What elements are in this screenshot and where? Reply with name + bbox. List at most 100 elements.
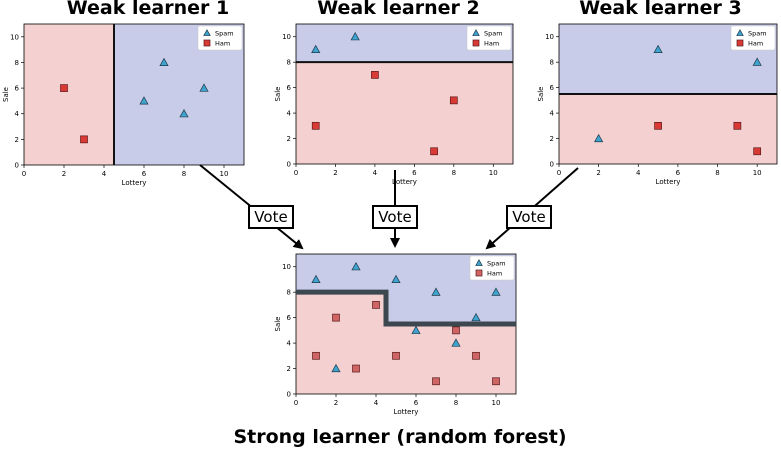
legend-ham-icon (475, 269, 483, 277)
spam-point (311, 44, 321, 54)
ham-point (452, 326, 460, 335)
x-tick-label: 2 (334, 399, 338, 407)
plot-frame (23, 23, 245, 166)
x-tick-label: 6 (412, 169, 417, 177)
decision-boundary (296, 289, 516, 327)
ham-point (430, 147, 438, 156)
ham-point (733, 121, 742, 130)
ham-point (753, 147, 762, 156)
ham-point (372, 301, 380, 309)
x-tick-label: 2 (596, 169, 600, 177)
spam-point (471, 312, 481, 322)
x-tick-label: 8 (715, 169, 719, 177)
x-tick-label: 4 (374, 399, 379, 407)
y-tick-label: 10 (282, 263, 291, 271)
x-tick-label: 8 (452, 169, 456, 177)
y-tick-label: 2 (550, 135, 554, 143)
spam-point (179, 109, 189, 118)
legend-ham-icon (736, 39, 744, 47)
spam-point (594, 133, 604, 143)
y-axis-label: Sale (537, 87, 545, 102)
x-tick-label: 2 (62, 170, 66, 178)
y-tick-label: 6 (287, 84, 292, 92)
y-tick-label: 10 (282, 33, 291, 41)
weak-learner-1-heading: Weak learner 1 (66, 0, 230, 19)
ham-region (24, 24, 114, 165)
x-tick-label: 6 (676, 169, 681, 177)
strong-learner-heading: Strong learner (random forest) (233, 426, 567, 448)
x-tick-label: 0 (294, 169, 298, 177)
x-tick-label: 2 (333, 169, 337, 177)
weak-learner-2-heading: Weak learner 2 (317, 0, 480, 19)
legend-label: Ham (215, 40, 230, 48)
y-tick-label: 0 (15, 162, 19, 170)
ham-point (392, 351, 400, 360)
y-axis-label: Sale (274, 87, 282, 102)
ham-point (371, 71, 379, 79)
legend-label: Spam (487, 260, 506, 268)
y-tick-label: 2 (287, 135, 291, 143)
y-tick-label: 8 (15, 59, 19, 67)
x-tick-label: 6 (142, 170, 147, 178)
spam-point (431, 287, 441, 296)
plot-frame (295, 23, 514, 165)
y-tick-label: 0 (287, 161, 291, 169)
ham-point (472, 351, 480, 360)
vote-label-3: Vote (506, 205, 552, 229)
x-axis-label: Lottery (122, 179, 147, 187)
x-tick-label: 4 (102, 170, 107, 178)
spam-point (199, 83, 209, 92)
legend-label: Ham (748, 40, 763, 48)
legend-label: Spam (215, 30, 234, 38)
x-tick-label: 0 (557, 169, 561, 177)
spam-point (653, 44, 663, 54)
ham-point (60, 84, 68, 92)
ham-region (296, 62, 513, 164)
legend-ham-icon (203, 39, 211, 47)
spam-point (331, 363, 341, 373)
y-tick-label: 6 (287, 314, 292, 322)
x-axis-label: Lottery (394, 408, 419, 416)
ham-point (654, 121, 662, 130)
x-tick-label: 6 (414, 399, 419, 407)
vote-label-2: Vote (372, 205, 418, 229)
x-tick-label: 0 (22, 170, 26, 178)
y-tick-label: 8 (287, 289, 291, 297)
y-tick-label: 10 (10, 33, 19, 41)
y-tick-label: 2 (287, 365, 291, 373)
spam-region (296, 254, 516, 324)
ham-point (352, 364, 360, 373)
x-tick-label: 8 (182, 170, 186, 178)
spam-point (411, 325, 421, 334)
x-axis-label: Lottery (392, 178, 417, 186)
spam-point (159, 57, 169, 67)
x-tick-label: 8 (454, 399, 458, 407)
ham-point (432, 377, 440, 386)
y-tick-label: 6 (550, 84, 555, 92)
legend-label: Spam (748, 30, 767, 38)
legend-ham-icon (472, 39, 480, 47)
y-tick-label: 0 (550, 161, 554, 169)
spam-point (451, 338, 461, 347)
ham-point (492, 377, 500, 386)
ham-region (559, 94, 777, 164)
ham-point (332, 313, 340, 322)
y-tick-label: 8 (287, 59, 291, 67)
x-tick-label: 10 (492, 399, 501, 407)
y-tick-label: 4 (550, 110, 555, 118)
legend-label: Spam (484, 30, 503, 38)
vote-label-1: Vote (248, 205, 294, 229)
x-tick-label: 10 (220, 170, 229, 178)
y-tick-label: 2 (15, 136, 19, 144)
spam-point (391, 274, 401, 284)
x-tick-label: 10 (489, 169, 498, 177)
